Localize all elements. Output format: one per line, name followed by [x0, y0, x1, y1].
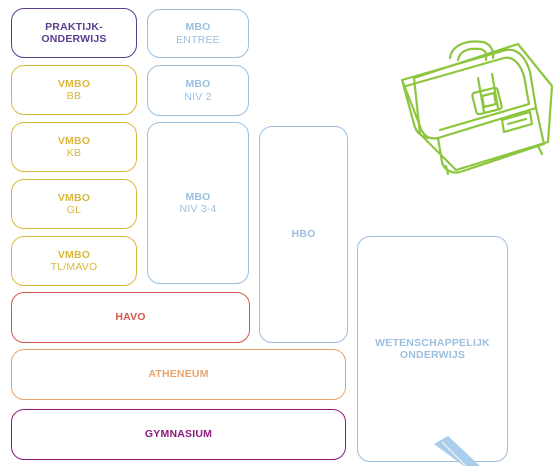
- hbo-box: HBO: [259, 126, 348, 343]
- mbo-niv2-label-2: NIV 2: [184, 90, 212, 103]
- wo-label-1: WETENSCHAPPELIJK: [375, 336, 490, 349]
- mbo-niv34-label-1: MBO: [185, 190, 211, 203]
- praktijkonderwijs-label-1: PRAKTIJK-: [45, 20, 103, 33]
- mbo-niv2-box: MBO NIV 2: [147, 65, 249, 116]
- gymnasium-box: GYMNASIUM: [11, 409, 346, 460]
- wetenschappelijk-onderwijs-box: WETENSCHAPPELIJK ONDERWIJS: [357, 236, 508, 462]
- hbo-label: HBO: [291, 228, 316, 241]
- praktijkonderwijs-box: PRAKTIJK- ONDERWIJS: [11, 8, 137, 58]
- vmbo-gl-label-1: VMBO: [57, 191, 91, 204]
- schoolbag-icon: [400, 40, 554, 176]
- vmbo-kb-box: VMBO KB: [11, 122, 137, 172]
- mbo-entree-label-2: ENTREE: [176, 33, 220, 46]
- praktijkonderwijs-label-2: ONDERWIJS: [41, 33, 107, 45]
- pencil-icon: [434, 436, 480, 466]
- mbo-entree-label-1: MBO: [185, 21, 211, 34]
- havo-box: HAVO: [11, 292, 250, 343]
- atheneum-box: ATHENEUM: [11, 349, 346, 400]
- vmbo-gl-label-2: GL: [66, 204, 82, 216]
- vmbo-kb-label-2: KB: [66, 147, 82, 159]
- vmbo-kb-label-1: VMBO: [57, 134, 91, 147]
- mbo-niv34-label-2: NIV 3-4: [179, 203, 217, 215]
- vmbo-tl-label-1: VMBO: [57, 248, 91, 261]
- vmbo-tl-box: VMBO TL/MAVO: [11, 236, 137, 286]
- gymnasium-label: GYMNASIUM: [144, 428, 213, 441]
- mbo-entree-box: MBO ENTREE: [147, 9, 249, 58]
- vmbo-tl-label-2: TL/MAVO: [50, 261, 98, 273]
- mbo-niv34-box: MBO NIV 3-4: [147, 122, 249, 284]
- mbo-niv2-label-1: MBO: [185, 78, 211, 91]
- vmbo-bb-label-1: VMBO: [57, 77, 91, 90]
- vmbo-bb-box: VMBO BB: [11, 65, 137, 115]
- havo-label: HAVO: [115, 311, 146, 324]
- vmbo-gl-box: VMBO GL: [11, 179, 137, 229]
- vmbo-bb-label-2: BB: [66, 90, 82, 102]
- wo-label-2: ONDERWIJS: [399, 349, 466, 361]
- atheneum-label: ATHENEUM: [148, 368, 209, 381]
